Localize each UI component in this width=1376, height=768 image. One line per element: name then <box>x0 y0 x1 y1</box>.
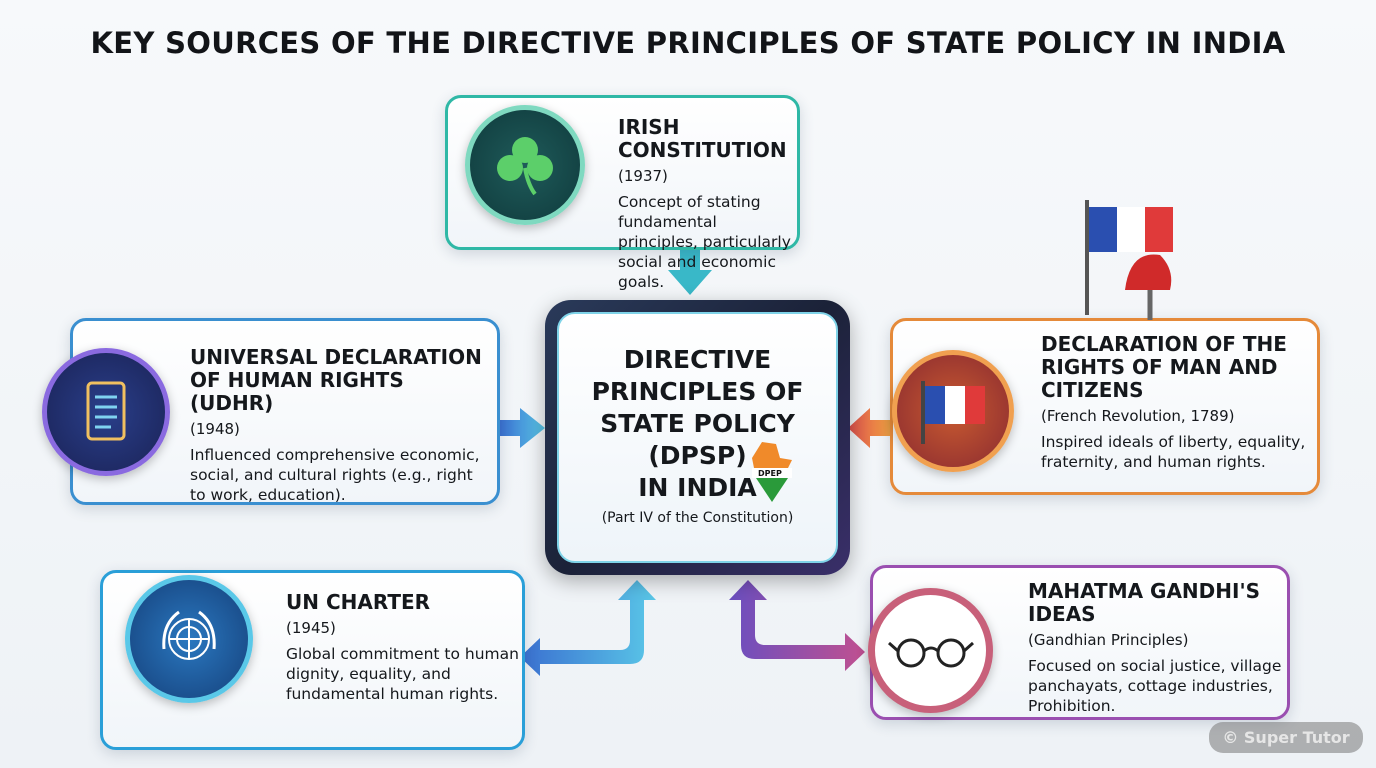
card-desc: Global commitment to human dignity, equa… <box>286 645 519 703</box>
center-title-line: PRINCIPLES OF <box>591 377 804 406</box>
card-title: MAHATMA GANDHI'S IDEAS <box>1028 579 1260 626</box>
card-desc: Concept of stating fundamental principle… <box>618 193 791 291</box>
flag-and-cap-icon <box>1085 200 1173 320</box>
card-year: (1948) <box>190 420 240 438</box>
arrow-french <box>848 408 890 448</box>
india-map-icon: DPEP <box>750 440 794 502</box>
card-title: IRISH CONSTITUTION <box>618 115 787 162</box>
shamrock-icon <box>465 105 585 225</box>
dpsp-center-card: DIRECTIVE PRINCIPLES OF STATE POLICY (DP… <box>545 300 850 575</box>
un-emblem-icon <box>125 575 253 703</box>
arrow-gandhi <box>729 580 865 671</box>
center-title-line: (DPSP) <box>648 441 747 470</box>
page-title: KEY SOURCES OF THE DIRECTIVE PRINCIPLES … <box>90 26 1286 60</box>
map-badge: DPEP <box>758 469 782 478</box>
scroll-icon <box>42 348 170 476</box>
watermark: © Super Tutor <box>1209 722 1363 753</box>
card-year: (1937) <box>618 167 668 185</box>
arrow-un <box>520 580 656 676</box>
glasses-icon <box>868 588 993 713</box>
udhr-card: UNIVERSAL DECLARATION OF HUMAN RIGHTS (U… <box>70 318 500 505</box>
card-title: UN CHARTER <box>286 590 431 614</box>
center-title-line: IN INDIA <box>638 473 757 502</box>
card-title: UNIVERSAL DECLARATION OF HUMAN RIGHTS (U… <box>190 345 482 415</box>
un-charter-card: UN CHARTER (1945) Global commitment to h… <box>100 570 525 750</box>
arrow-udhr <box>500 408 545 448</box>
arrow-irish <box>668 250 712 295</box>
center-title-line: DIRECTIVE <box>623 345 772 374</box>
card-desc: Influenced comprehensive economic, socia… <box>190 446 480 504</box>
card-year: (Gandhian Principles) <box>1028 631 1189 649</box>
card-year: (1945) <box>286 619 336 637</box>
card-title: DECLARATION OF THE RIGHTS OF MAN AND CIT… <box>1041 332 1287 402</box>
center-subtitle: (Part IV of the Constitution) <box>601 510 794 526</box>
card-desc: Inspired ideals of liberty, equality, fr… <box>1041 433 1306 471</box>
french-flag-icon <box>892 350 1014 472</box>
card-year: (French Revolution, 1789) <box>1041 407 1235 425</box>
card-desc: Focused on social justice, village panch… <box>1028 657 1282 715</box>
center-title-line: STATE POLICY <box>600 409 795 438</box>
